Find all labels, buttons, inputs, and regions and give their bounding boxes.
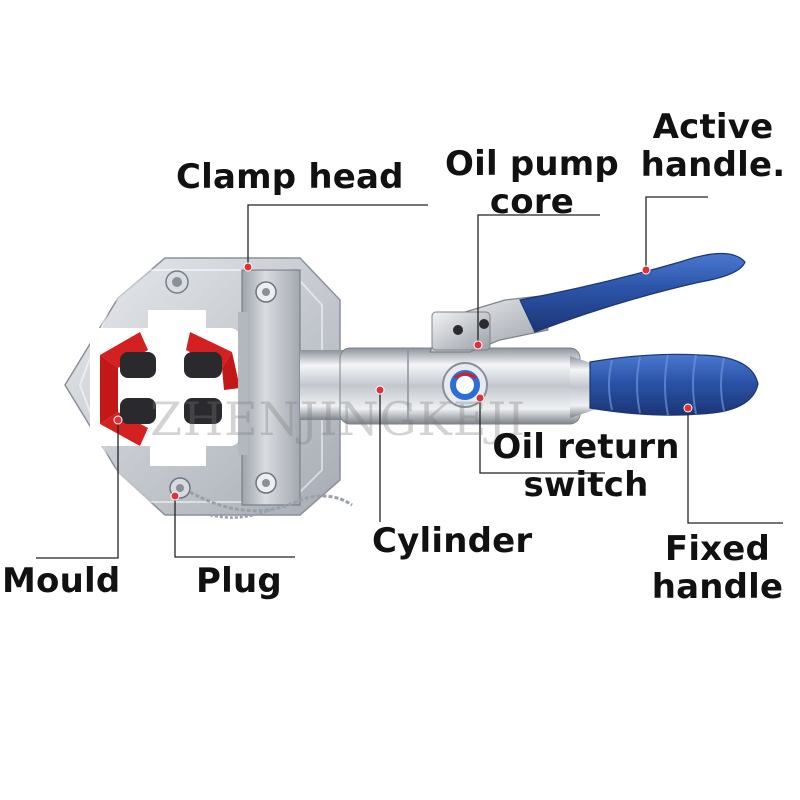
dot-oil-return-switch — [475, 393, 485, 403]
dot-plug — [170, 491, 180, 501]
leader-mould — [36, 420, 119, 559]
label-oil-return-switch: Oil return switch — [492, 427, 680, 505]
leader-plug — [174, 496, 295, 558]
label-mould: Mould — [2, 561, 121, 601]
fixed-handle — [589, 353, 759, 416]
mould — [90, 310, 240, 466]
label-plug: Plug — [196, 561, 282, 601]
leader-fixed-handle — [687, 408, 783, 524]
label-cylinder: Cylinder — [372, 521, 533, 561]
leader-active-handle — [645, 196, 708, 270]
watermark: ZHENJINGKEJI — [150, 392, 527, 446]
dot-active-handle — [641, 265, 651, 275]
leader-clamp-head — [247, 204, 428, 267]
leader-oil-return-switch — [479, 398, 605, 474]
dot-oil-pump-core — [473, 340, 483, 350]
label-fixed-handle: Fixed handle — [651, 529, 784, 607]
dot-cylinder — [375, 385, 385, 395]
label-active-handle: Active handle. — [640, 107, 786, 185]
label-clamp-head: Clamp head — [176, 157, 404, 197]
dot-fixed-handle — [683, 403, 693, 413]
clamp-plate — [238, 269, 301, 506]
leader-oil-pump-core — [477, 214, 600, 345]
leader-lines — [36, 196, 783, 559]
dot-clamp-head — [243, 262, 253, 272]
dot-mould — [113, 415, 123, 425]
marker-dots — [113, 262, 693, 501]
label-oil-pump-core: Oil pump core — [445, 144, 619, 222]
active-handle — [519, 253, 746, 333]
